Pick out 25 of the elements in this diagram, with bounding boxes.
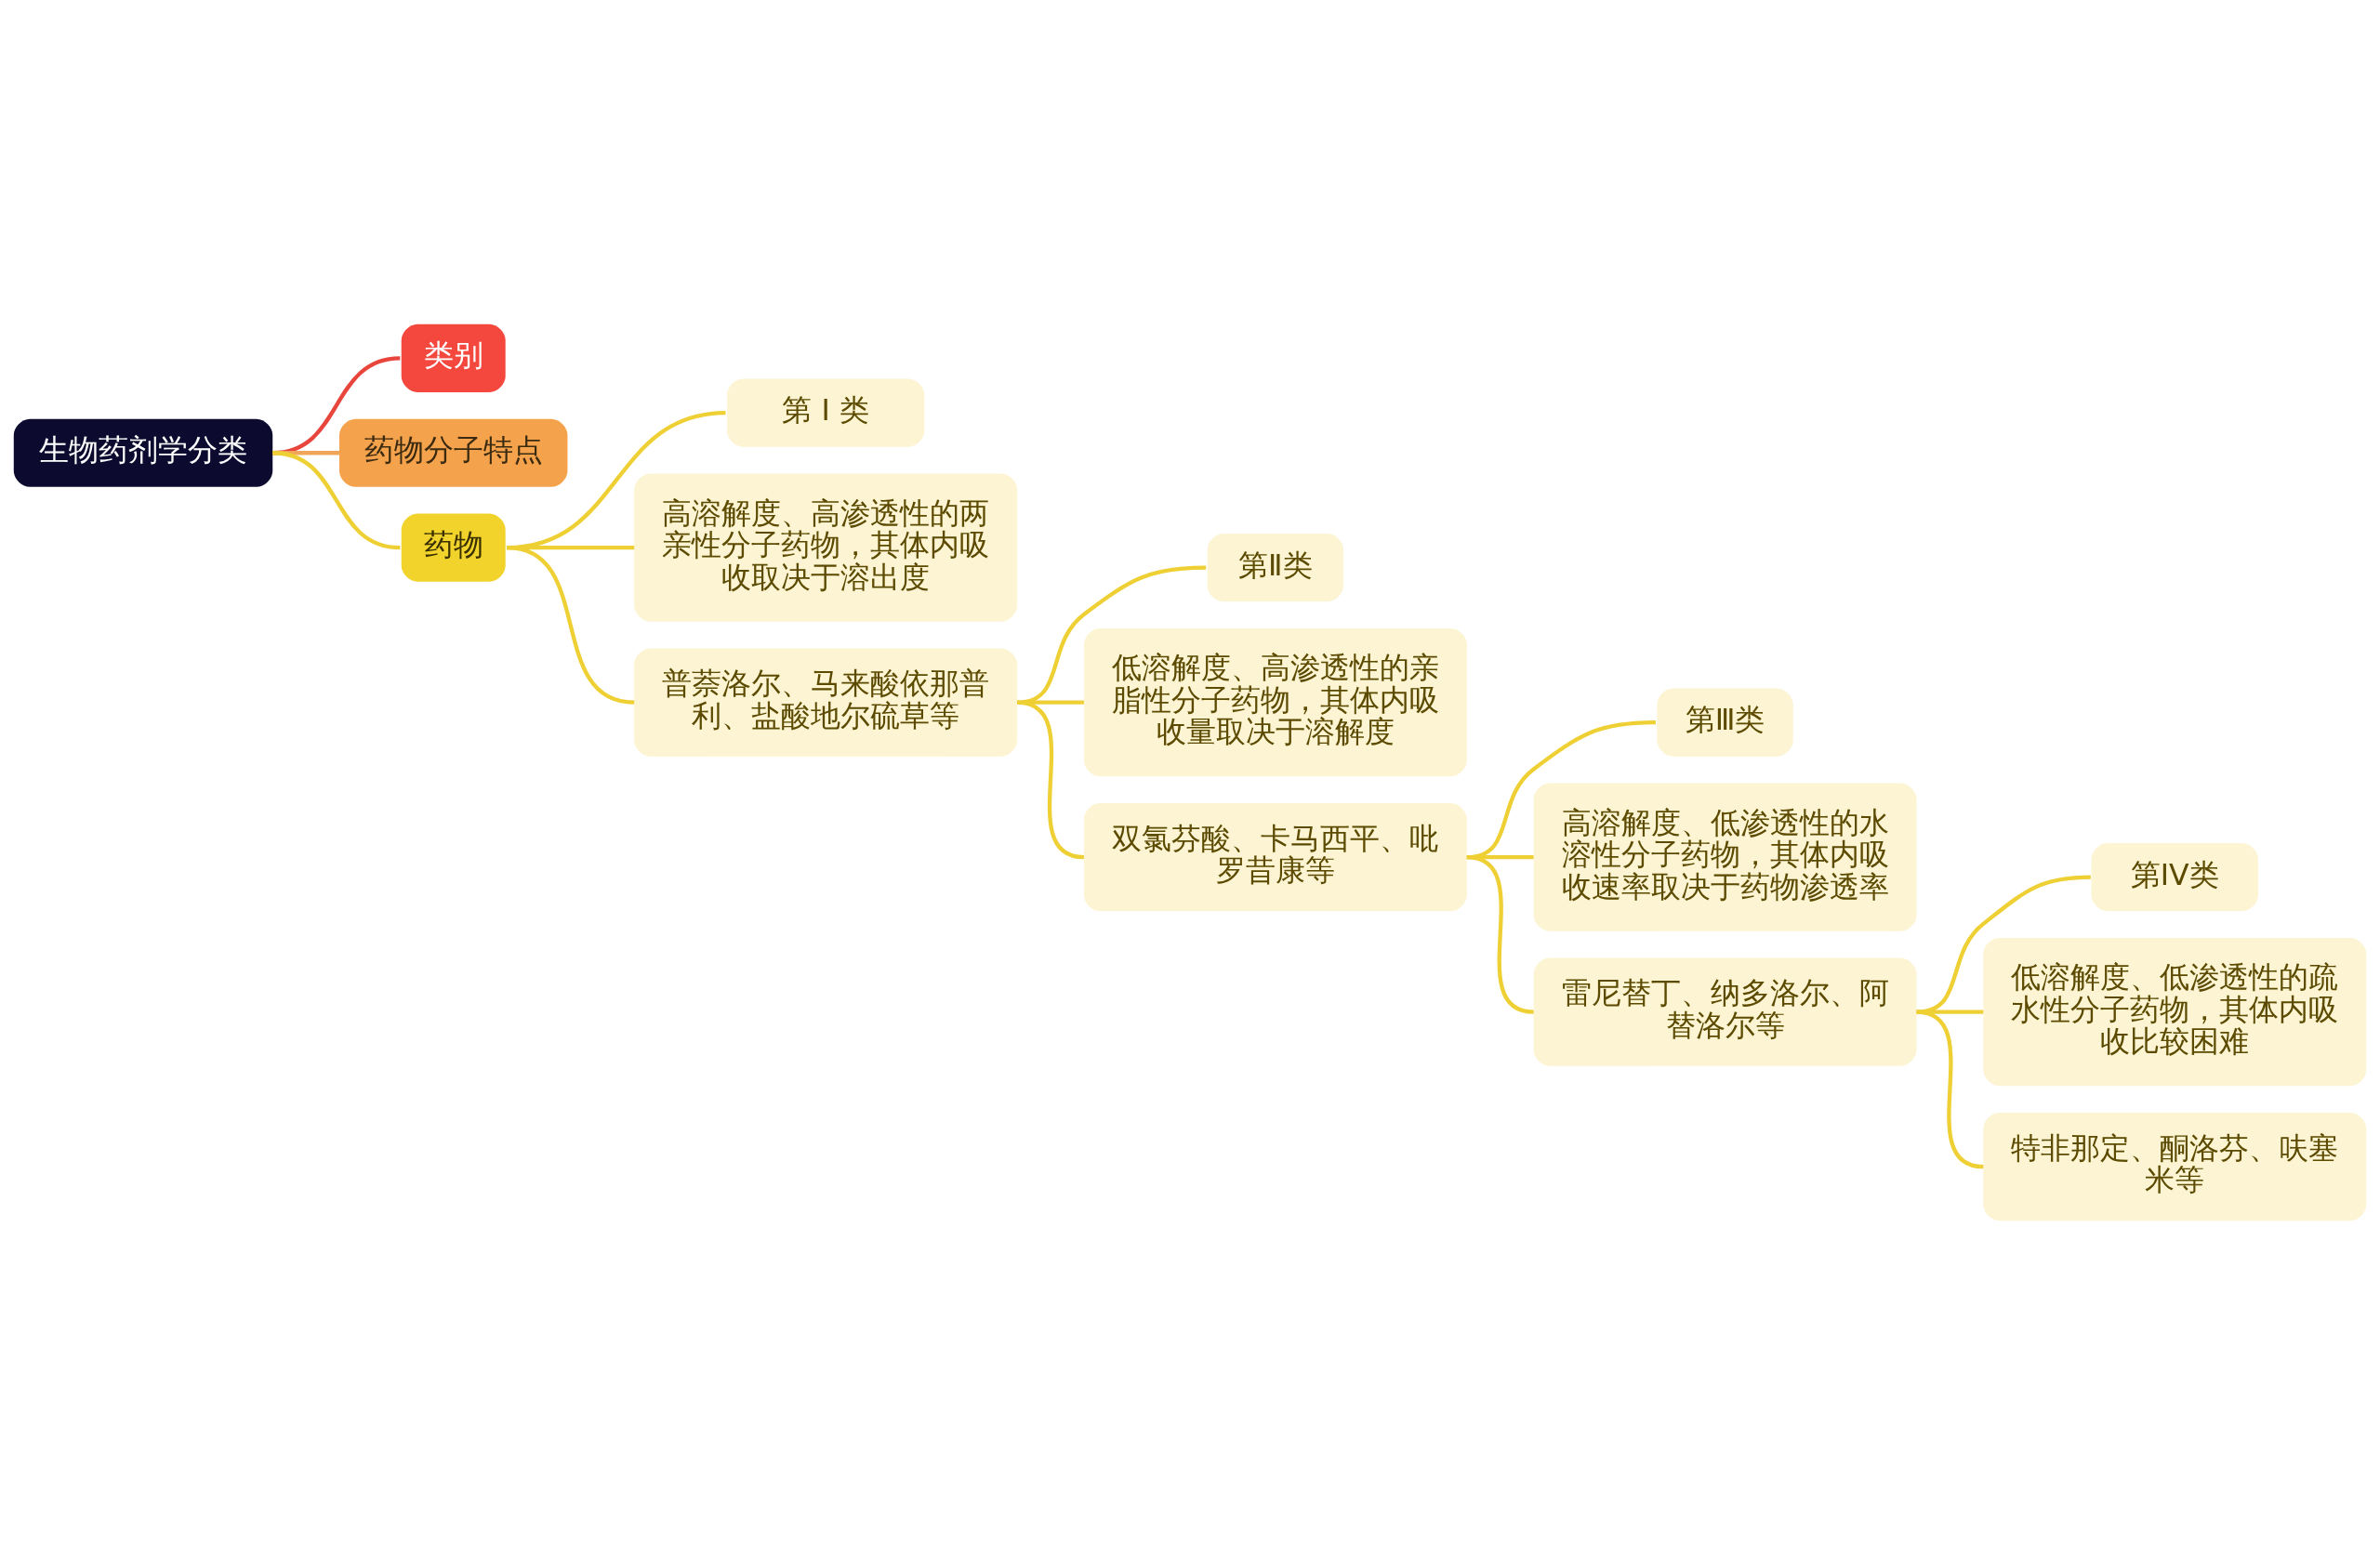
- connector: [506, 545, 635, 705]
- node-box: 药物分子特点: [339, 418, 568, 487]
- node-box: 双氯芬酸、卡马西平、吡罗昔康等: [1083, 802, 1467, 911]
- connector: [1017, 700, 1084, 705]
- node-box: 药物: [401, 513, 506, 582]
- connector: [1916, 1010, 1984, 1014]
- connector: [1916, 875, 2091, 1014]
- node-box: 第Ⅲ类: [1657, 688, 1793, 757]
- node-box: 第Ⅱ类: [1207, 533, 1344, 601]
- connector: [272, 450, 401, 549]
- connector: [1016, 565, 1207, 705]
- node-box: 低溶解度、低渗透性的疏水性分子药物，其体内吸收比较困难: [1983, 937, 2367, 1086]
- node-box: 特非那定、酮洛芬、呋塞米等: [1983, 1112, 2367, 1221]
- node-box: 普萘洛尔、马来酸依那普利、盐酸地尔硫草等: [634, 648, 1018, 757]
- connector: [1016, 700, 1085, 859]
- node-box: 生物药剂学分类: [13, 418, 273, 487]
- node-box: 低溶解度、高渗透性的亲脂性分子药物，其体内吸收量取决于溶解度: [1083, 627, 1467, 776]
- node-box: 高溶解度、高渗透性的两亲性分子药物，其体内吸收取决于溶出度: [634, 473, 1018, 622]
- node-box: 高溶解度、低渗透性的水溶性分子药物，其体内吸收速率取决于药物渗透率: [1533, 783, 1917, 931]
- node-box: 第 I 类: [726, 378, 925, 447]
- node-box: 第IV类: [2091, 842, 2258, 911]
- connector: [1466, 854, 1534, 1014]
- connector: [1916, 1010, 1984, 1168]
- node-box: 雷尼替丁、纳多洛尔、阿替洛尔等: [1533, 957, 1917, 1066]
- node-box: 类别: [401, 323, 506, 392]
